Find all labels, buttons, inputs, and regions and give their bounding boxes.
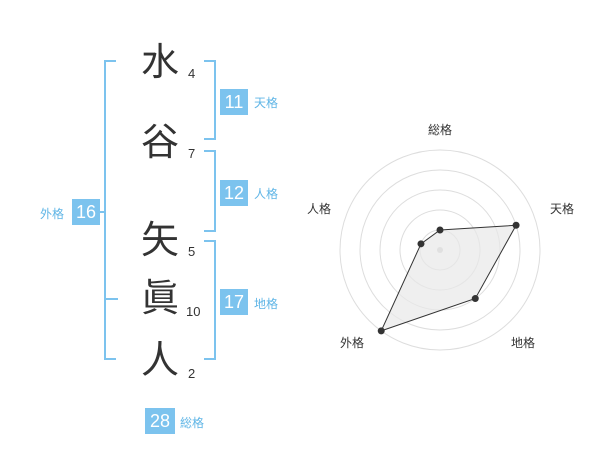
stroke-count-2: 7: [188, 146, 196, 161]
radar-axis-label-tenkaku: 天格: [550, 202, 575, 216]
name-char-3: 矢: [140, 218, 179, 262]
radar-point-5: [417, 240, 425, 248]
radar-axis-label-chikaku: 地格: [511, 336, 536, 350]
jinkaku-label: 人格: [254, 187, 279, 201]
stroke-count-1: 4: [188, 66, 196, 81]
radar-data-points: [377, 221, 520, 335]
name-char-5: 人: [140, 338, 179, 382]
soukaku-value: 28: [145, 408, 175, 434]
radar-data-polygon: [380, 224, 517, 332]
radar-point-1: [436, 226, 444, 234]
chikaku-bracket: [204, 240, 216, 360]
radar-ring-5: [339, 149, 541, 351]
gaikaku-value: 16: [72, 199, 100, 225]
stroke-count-3: 5: [188, 244, 196, 259]
gaikaku-bracket-tick: [104, 298, 118, 300]
soukaku-label: 総格: [180, 416, 205, 430]
tenkaku-label: 天格: [254, 96, 279, 110]
chikaku-label: 地格: [254, 297, 279, 311]
tenkaku-bracket: [204, 60, 216, 140]
radar-point-3: [471, 295, 479, 303]
chikaku-value: 17: [220, 289, 248, 315]
radar-point-4: [377, 327, 385, 335]
gaikaku-label: 外格: [40, 207, 65, 221]
radar-axis-label-jinkaku: 人格: [307, 202, 332, 216]
radar-axis-label-soukaku: 総格: [428, 123, 453, 137]
radar-axis-label-gaikaku: 外格: [340, 336, 365, 350]
radar-point-2: [512, 221, 520, 229]
stroke-count-4: 10: [186, 304, 201, 319]
name-char-1: 水: [140, 40, 179, 84]
name-char-4: 眞: [140, 276, 179, 320]
gaikaku-connector: [98, 211, 106, 213]
radar-ring-4: [359, 169, 521, 331]
stroke-count-5: 2: [188, 366, 196, 381]
jinkaku-bracket: [204, 150, 216, 232]
jinkaku-value: 12: [220, 180, 248, 206]
name-char-2: 谷: [140, 120, 179, 164]
tenkaku-value: 11: [220, 89, 248, 115]
gaikaku-bracket: [104, 60, 116, 360]
